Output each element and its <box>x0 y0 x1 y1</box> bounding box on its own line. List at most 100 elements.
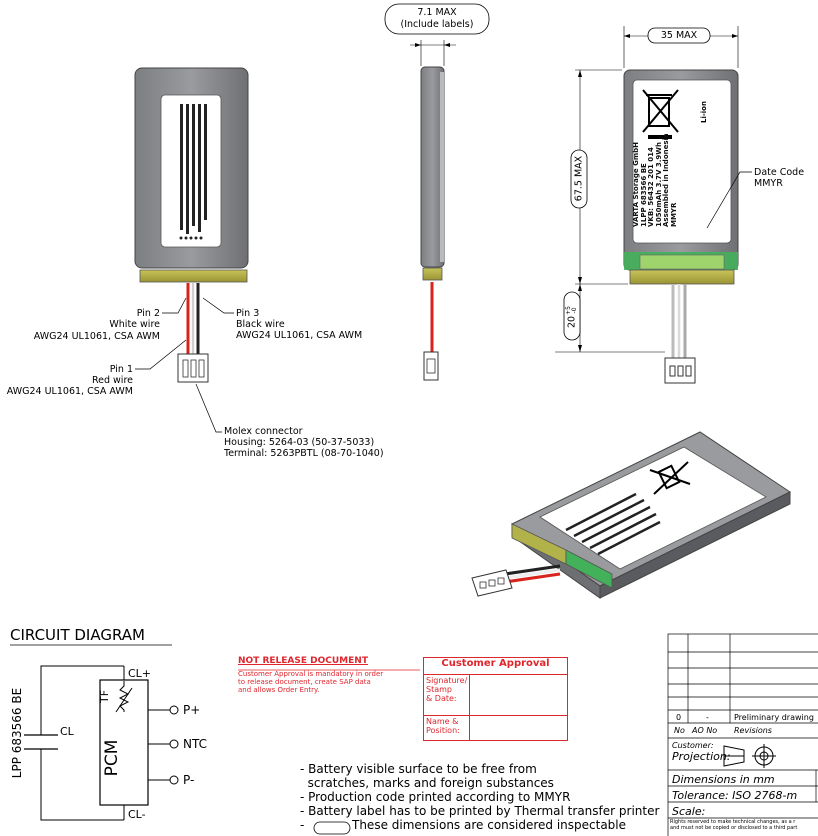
rear-wires <box>186 283 200 355</box>
name-label-line: Name & <box>426 717 459 726</box>
signature-field[interactable] <box>469 674 568 716</box>
pin1-spec: AWG24 UL1061, CSA AWM <box>6 386 133 397</box>
signature-label-line: Stamp <box>426 685 452 694</box>
front-wires <box>671 284 687 360</box>
circuit-schematic <box>10 644 179 821</box>
rights-line: and must not be copied or disclosed to a… <box>670 825 798 831</box>
thickness-dimension: 7.1 MAX <box>417 7 457 18</box>
iso-label <box>539 446 767 570</box>
note-item: - Battery label has to be printed by The… <box>300 804 660 818</box>
name-label: Name & Position: <box>422 715 471 741</box>
cl-plus-label: CL+ <box>128 667 152 680</box>
label-line: MMYR <box>669 202 678 227</box>
weee-bin-icon <box>642 89 679 139</box>
width-inspect-oval <box>647 27 711 44</box>
approval-header: Customer Approval <box>423 657 568 675</box>
rev-no: 0 <box>676 713 682 722</box>
connector-callout: Molex connector Housing: 5264-03 (50-37-… <box>224 426 384 459</box>
signature-label-line: & Date: <box>426 694 457 703</box>
lead-inspect-oval <box>563 291 581 341</box>
release-line: and allows Order Entry. <box>238 686 320 694</box>
release-line: to release document, create SAP data <box>238 678 371 686</box>
p-plus-label: P+ <box>183 703 201 717</box>
note-item: - Production code printed according to M… <box>300 790 571 804</box>
pcm-label: PCM <box>102 739 122 777</box>
rights-line: Rights reserved to make technical change… <box>670 819 796 825</box>
notes-list: - Battery visible surface to be free fro… <box>300 762 659 832</box>
circuit-side-label: LPP 683566 BE <box>10 687 24 779</box>
thickness-inspect-oval <box>384 3 490 35</box>
connector-title: Molex connector <box>224 426 303 437</box>
cl-label: CL <box>60 725 74 738</box>
rear-connector <box>177 353 209 383</box>
name-label-line: Position: <box>426 726 460 735</box>
name-field[interactable] <box>469 715 568 741</box>
iso-bin-icon <box>649 461 691 495</box>
projection-label: Projection: <box>672 750 731 763</box>
lead-dimension: 20+5-0 <box>565 293 578 341</box>
pin2-color: White wire <box>109 319 160 330</box>
width-dimension: 35 MAX <box>660 30 698 41</box>
tolerance-label: Tolerance: ISO 2768-m <box>672 789 798 802</box>
inspectable-oval-icon <box>313 821 351 835</box>
customer-label: Customer: <box>672 741 714 750</box>
col-rev: Revisions <box>734 726 772 735</box>
rear-label-dots <box>179 236 203 240</box>
rear-label <box>160 94 222 248</box>
connector-housing: Housing: 5264-03 (50-37-5033) <box>224 437 375 448</box>
lead-tol-minus: -0 <box>571 307 578 314</box>
pin3-color: Black wire <box>236 319 285 330</box>
rights-notice: Rights reserved to make technical change… <box>670 819 816 831</box>
rear-leader-lines <box>135 297 234 433</box>
pin1-title: Pin 1 <box>109 364 133 375</box>
pin1-color: Red wire <box>91 375 133 386</box>
p-minus-label: P- <box>183 773 195 787</box>
col-no: No <box>674 726 685 735</box>
col-ao: AO No <box>692 726 718 735</box>
connector-terminal: Terminal: 5263PBTL (08-70-1040) <box>224 448 384 459</box>
front-label-text: VARTA Storage GmbH 1LPP 683566 BE VKB: 5… <box>632 107 678 227</box>
title-block-grid <box>667 633 818 836</box>
projection-symbol-icon <box>723 744 776 768</box>
front-view <box>555 26 752 384</box>
length-inspect-oval <box>570 149 588 209</box>
pin2-title: Pin 2 <box>136 308 160 319</box>
signature-label: Signature/ Stamp & Date: <box>422 674 471 716</box>
tf-label: TF <box>98 689 112 704</box>
rev-desc: Preliminary drawing <box>734 713 814 722</box>
dimensions-label: Dimensions in mm <box>672 773 775 786</box>
liion-mark: Li-ion <box>699 101 708 123</box>
customer-approval-table: Customer Approval Signature/ Stamp & Dat… <box>422 657 568 741</box>
iso-wires <box>504 564 561 584</box>
iso-label-text <box>565 492 661 556</box>
date-code-title: Date Code <box>754 167 805 178</box>
pin3-title: Pin 3 <box>236 308 260 319</box>
length-dimension: 67.5 MAX <box>573 155 585 202</box>
pin3-callout: Pin 3 Black wire AWG24 UL1061, CSA AWM <box>236 308 362 341</box>
pin1-callout: Pin 1 Red wire <box>40 364 133 386</box>
isometric-view <box>471 431 791 599</box>
pin3-spec: AWG24 UL1061, CSA AWM <box>236 330 363 341</box>
date-code-format: MMYR <box>754 178 783 189</box>
pin2-spec: AWG24 UL1061, CSA AWM <box>33 331 160 342</box>
cl-minus-label: CL- <box>128 808 146 821</box>
rear-label-text-lines <box>180 104 207 234</box>
side-view <box>384 3 490 381</box>
note-inspectable: These dimensions are considered inspecta… <box>352 818 627 832</box>
lead-value: 20 <box>566 315 578 328</box>
rear-terminal-strip <box>139 269 248 283</box>
circuit-heading: CIRCUIT DIAGRAM <box>10 626 145 644</box>
release-title: NOT RELEASE DOCUMENT <box>238 656 368 666</box>
ntc-label: NTC <box>183 737 207 751</box>
rear-view <box>134 67 249 433</box>
release-notice: Customer Approval is mandatory in order … <box>238 670 383 694</box>
date-code-callout: Date Code MMYR <box>754 167 804 189</box>
note-item: - Battery visible surface to be free fro… <box>300 762 537 776</box>
pin2-callout: Pin 2 White wire <box>40 308 160 330</box>
rev-ao: - <box>706 713 709 722</box>
note-item: -These dimensions are considered inspect… <box>300 818 627 832</box>
signature-label-line: Signature/ <box>426 676 468 685</box>
thickness-note: (Include labels) <box>400 19 474 30</box>
